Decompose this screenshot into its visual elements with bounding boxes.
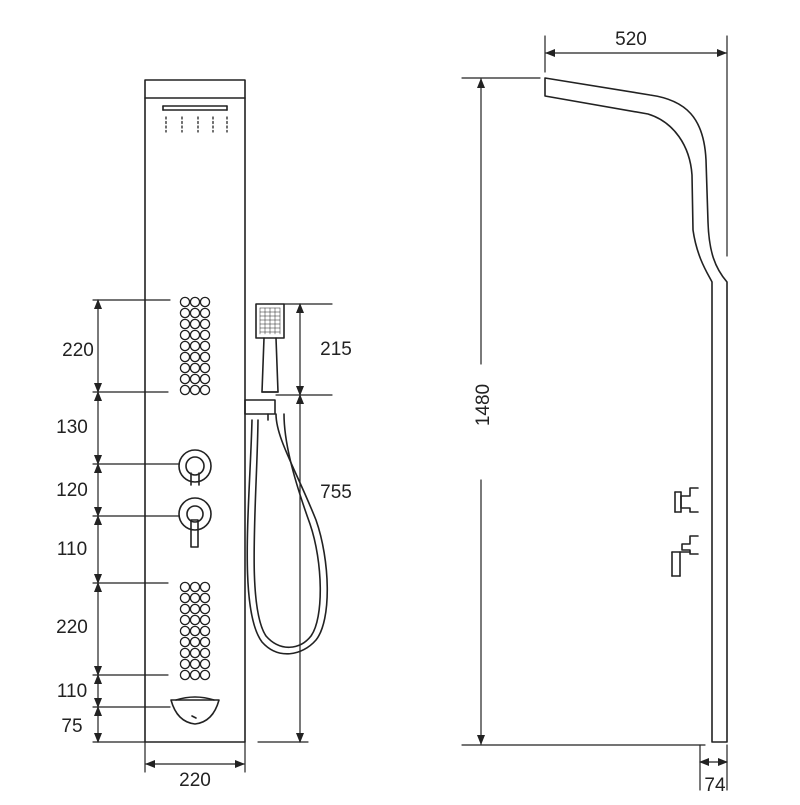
panel-body xyxy=(144,79,246,743)
jet-nozzle xyxy=(179,384,191,396)
jet-nozzle xyxy=(179,592,191,604)
jet-nozzle xyxy=(179,329,191,341)
jet-nozzle xyxy=(199,307,211,319)
jet-nozzle xyxy=(179,307,191,319)
left-dimension-labels: 220 130 120 110 220 110 75 xyxy=(56,340,94,737)
jet-nozzle xyxy=(189,603,201,615)
dim-left-4: 220 xyxy=(56,617,88,638)
jet-nozzle xyxy=(199,625,211,637)
side-diverter-handle xyxy=(674,487,699,513)
jet-nozzle xyxy=(199,373,211,385)
depth-label: 74 xyxy=(704,775,726,796)
jet-nozzle xyxy=(179,362,191,374)
rainfall-slot xyxy=(162,105,228,133)
jet-nozzle xyxy=(189,592,201,604)
side-view: 1480 520 74 xyxy=(461,29,728,796)
jet-nozzle xyxy=(179,318,191,330)
jet-nozzle xyxy=(179,296,191,308)
dim-left-1: 130 xyxy=(56,417,88,438)
jet-nozzle xyxy=(199,384,211,396)
height-dimension xyxy=(461,77,706,746)
jet-nozzle xyxy=(189,296,201,308)
jet-nozzle xyxy=(179,340,191,352)
jet-nozzle xyxy=(199,581,211,593)
massage-jets-upper xyxy=(179,296,211,396)
jet-nozzle xyxy=(199,669,211,681)
jet-nozzle xyxy=(199,592,211,604)
jet-nozzle xyxy=(189,636,201,648)
front-view: 220 130 120 110 220 110 75 220 215 755 xyxy=(56,79,352,791)
jet-nozzle xyxy=(199,614,211,626)
hand-shower xyxy=(255,303,285,393)
handshower-length-label: 215 xyxy=(320,339,352,360)
jet-nozzle xyxy=(189,340,201,352)
jet-nozzle xyxy=(189,669,201,681)
width-dimension xyxy=(144,741,246,773)
mixer-knob xyxy=(178,497,212,548)
jet-nozzle xyxy=(189,307,201,319)
projection-label: 520 xyxy=(615,29,647,50)
jet-nozzle xyxy=(189,625,201,637)
jet-nozzle xyxy=(199,636,211,648)
massage-jets-lower xyxy=(179,581,211,681)
jet-nozzle xyxy=(199,340,211,352)
jet-nozzle xyxy=(189,362,201,374)
jet-nozzle xyxy=(199,603,211,615)
jet-nozzle xyxy=(189,658,201,670)
jet-nozzle xyxy=(179,581,191,593)
jet-nozzle xyxy=(189,614,201,626)
jet-nozzle xyxy=(189,581,201,593)
jet-nozzle xyxy=(199,658,211,670)
dim-left-2: 120 xyxy=(56,480,88,501)
hose-length-label: 755 xyxy=(320,482,352,503)
shower-hose xyxy=(246,413,329,655)
jet-nozzle xyxy=(179,669,191,681)
dim-left-0: 220 xyxy=(62,340,94,361)
jet-nozzle xyxy=(189,318,201,330)
dim-left-5: 110 xyxy=(57,681,87,702)
side-mixer-handle xyxy=(671,535,699,577)
jet-nozzle xyxy=(199,362,211,374)
diverter-knob xyxy=(178,449,212,486)
jet-nozzle xyxy=(179,658,191,670)
dim-left-6: 75 xyxy=(61,716,82,737)
jet-nozzle xyxy=(199,329,211,341)
jet-nozzle xyxy=(189,647,201,659)
jet-nozzle xyxy=(199,647,211,659)
jet-nozzle xyxy=(179,614,191,626)
jet-nozzle xyxy=(179,625,191,637)
jet-nozzle xyxy=(189,384,201,396)
jet-nozzle xyxy=(179,636,191,648)
projection-dimension xyxy=(544,35,728,257)
side-profile-outline xyxy=(544,77,728,743)
jet-nozzle xyxy=(189,351,201,363)
jet-nozzle xyxy=(199,351,211,363)
left-dimension-chain xyxy=(92,299,180,743)
foot-tray xyxy=(170,696,220,725)
jet-nozzle xyxy=(179,351,191,363)
height-label: 1480 xyxy=(473,384,494,426)
jet-nozzle xyxy=(179,603,191,615)
depth-dimension xyxy=(699,744,728,791)
jet-nozzle xyxy=(199,318,211,330)
hand-shower-holder xyxy=(244,399,276,421)
jet-nozzle xyxy=(199,296,211,308)
jet-nozzle xyxy=(189,329,201,341)
jet-nozzle xyxy=(179,647,191,659)
dim-left-3: 110 xyxy=(57,539,87,560)
jet-nozzle xyxy=(179,373,191,385)
right-dimension-chain xyxy=(257,303,333,743)
jet-nozzle xyxy=(189,373,201,385)
width-label: 220 xyxy=(179,770,211,791)
